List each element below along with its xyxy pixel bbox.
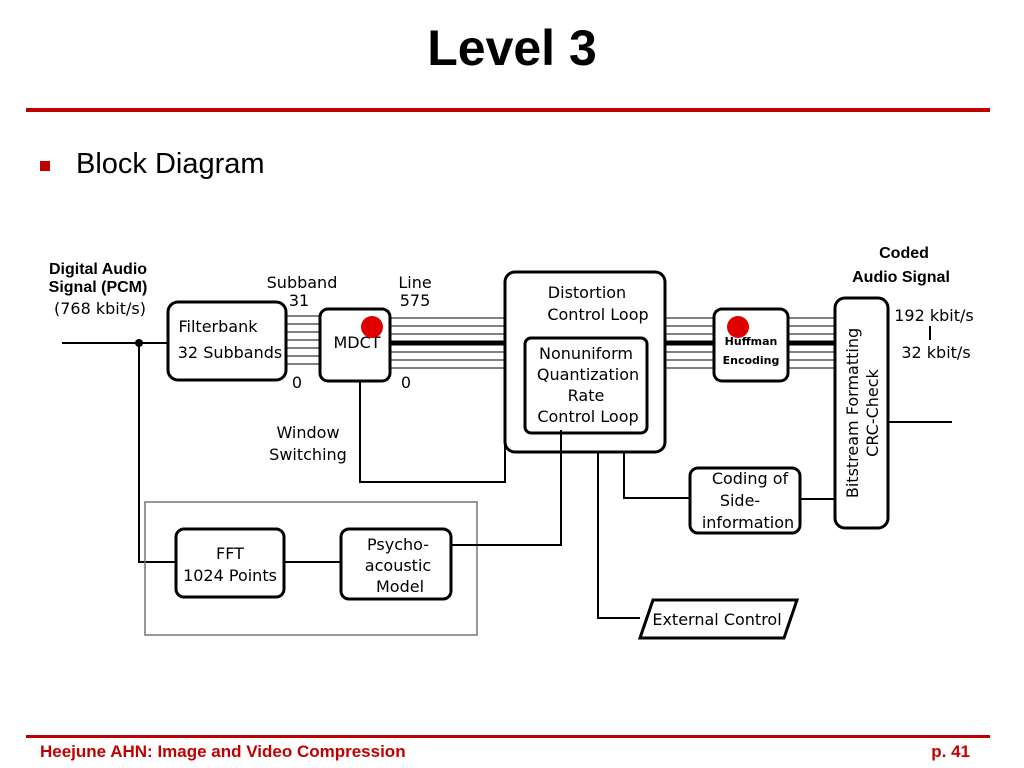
nonuniform-label-line1: Nonuniform [539,344,633,363]
psycho-label-line1: Psycho- [367,535,429,554]
psycho-label-line2: acoustic [365,556,431,575]
spectral-lines [390,317,505,369]
bitstream-label-line2: CRC-Check [863,368,882,456]
coded-lines [788,317,835,369]
nonuniform-label-line3: Rate [568,386,605,405]
quantized-lines [665,317,714,369]
nonuniform-label-line2: Quantization [537,365,639,384]
side-info-label-line3: information [702,513,794,532]
footer-divider [26,735,990,738]
input-rate: (768 kbit/s) [54,299,146,318]
coded-label-line1: Coded [879,245,929,262]
mdct-label: MDCT [333,333,380,352]
rate-low: 32 kbit/s [901,343,970,362]
filterbank-block [166,300,288,382]
rate-high: 192 kbit/s [894,306,974,325]
line-zero: 0 [401,373,411,392]
psychoacoustic-model-block [339,527,453,601]
huffman-label-line1: Huffman [725,335,778,348]
footer-page-number: p. 41 [931,742,970,761]
psycho-to-quantizer-line [451,430,562,546]
bullet-text: Block Diagram [76,148,265,180]
input-label-line1: Digital Audio [49,261,147,278]
subband-zero: 0 [292,373,302,392]
distortion-to-side-info-line [623,452,690,499]
slide-title: Level 3 [427,20,597,76]
input-label-line2: Signal (PCM) [49,279,148,296]
fft-label-line2: 1024 Points [183,566,277,585]
title-divider [26,108,990,112]
footer-course-title: Heejune AHN: Image and Video Compression [40,742,406,761]
line-label-line1: Line [398,273,431,292]
coded-label-line2: Audio Signal [852,269,950,286]
side-info-label-line1: Coding of [712,469,789,488]
input-to-fft-line [138,343,176,563]
marker-dot-huffman [727,316,749,338]
subband-label-line2: 31 [289,291,309,310]
subband-lines [286,315,322,365]
subband-label-line1: Subband [267,273,338,292]
bitstream-label-line1: Bitstream Formatting [843,328,862,498]
fft-block [174,527,286,599]
psycho-label-line3: Model [376,577,424,596]
distortion-label-line2: Control Loop [547,305,648,324]
side-information-block [688,466,802,535]
filterbank-label-line2: 32 Subbands [178,343,283,362]
side-info-label-line2: Side- [720,491,760,510]
bullet-marker [40,161,50,171]
bitstream-formatting-block [833,296,890,530]
huffman-label-line2: Encoding [723,354,780,367]
external-control-line [597,452,640,619]
marker-dot-mdct [361,316,383,338]
window-switching-line [359,381,506,483]
distortion-label-line1: Distortion [548,283,626,302]
fft-label-line1: FFT [216,544,244,563]
external-control-label: External Control [652,610,781,629]
window-switching-line2: Switching [269,445,347,464]
nonuniform-label-line4: Control Loop [537,407,638,426]
line-label-line2: 575 [400,291,431,310]
filterbank-label-line1: Filterbank [179,317,259,336]
external-control-block [637,598,800,640]
nonuniform-quantization-block [523,336,649,435]
psychoacoustic-group-frame [144,501,478,636]
window-switching-line1: Window [276,423,339,442]
